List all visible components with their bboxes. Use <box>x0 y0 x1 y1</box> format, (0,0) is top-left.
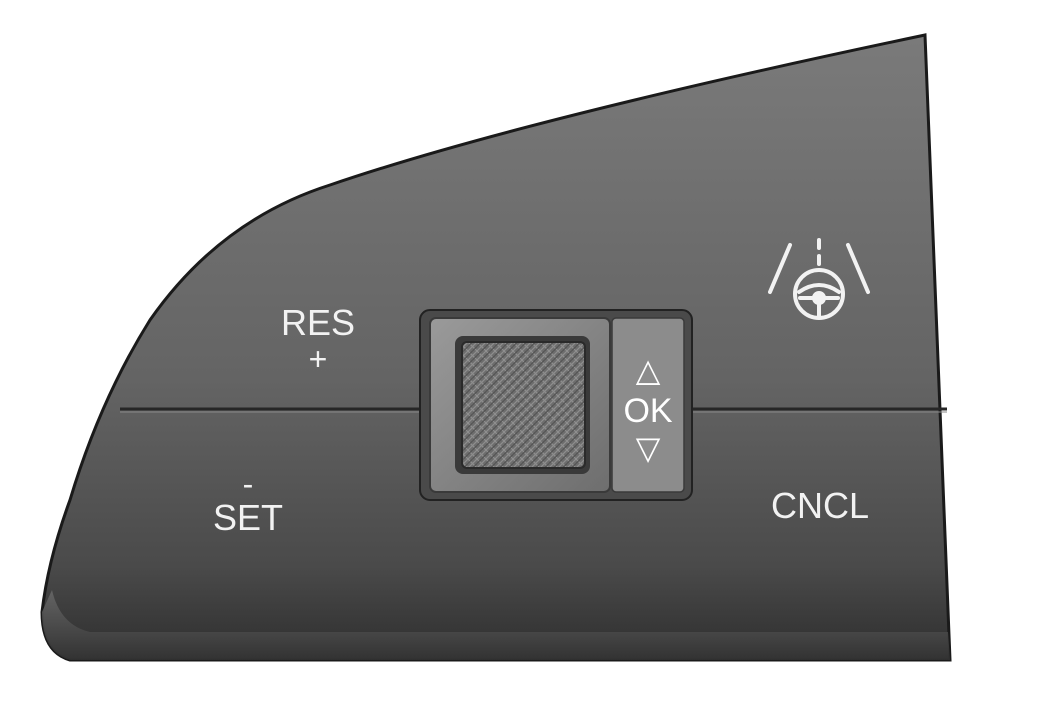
down-arrow-icon: ▽ <box>635 430 661 466</box>
minus-label: - <box>242 466 254 502</box>
ok-label: OK <box>623 392 673 430</box>
cncl-label: CNCL <box>770 485 869 526</box>
up-arrow-icon: △ <box>635 352 661 388</box>
lane-keeping-assist-icon <box>768 238 870 320</box>
res-label: RES <box>280 302 356 343</box>
set-label: SET <box>212 497 283 538</box>
panel-bottom-edge <box>42 590 950 660</box>
lane-keeping-button[interactable] <box>700 220 930 400</box>
plus-label: + <box>308 341 328 377</box>
thumbwheel-scroll[interactable] <box>450 330 595 480</box>
